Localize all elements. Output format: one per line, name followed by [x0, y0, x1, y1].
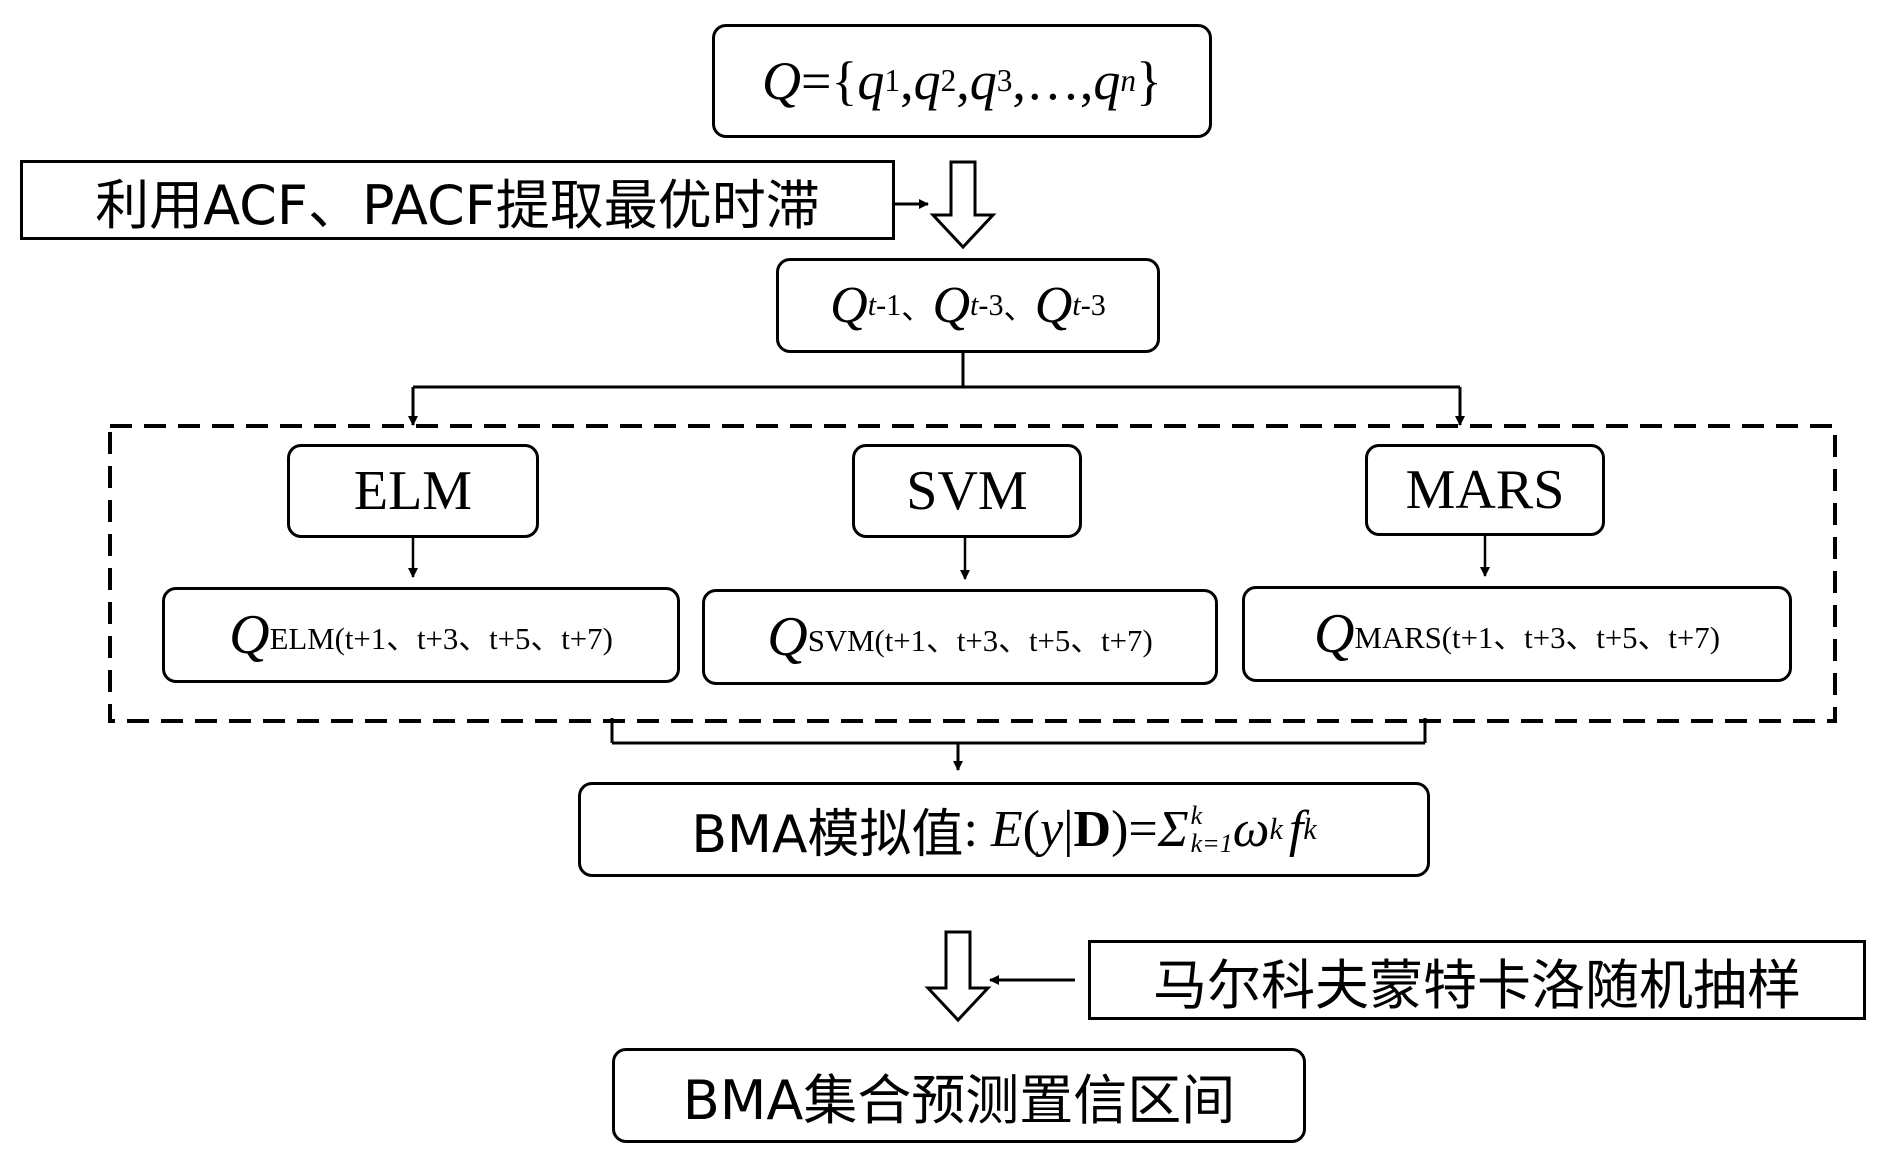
model-box-svm: SVM	[852, 444, 1082, 538]
hollow-down-arrow	[929, 160, 997, 250]
lag-selection-label: 利用ACF、PACF提取最优时滞	[20, 160, 895, 240]
mcmc-sampling-label: 马尔科夫蒙特卡洛随机抽样	[1088, 940, 1866, 1020]
model-group-dashed-box	[108, 424, 1837, 723]
model-box-elm: ELM	[287, 444, 539, 538]
bma-interval-box: BMA集合预测置信区间	[612, 1048, 1306, 1143]
model-box-mars: MARS	[1365, 444, 1605, 536]
hollow-down-arrow	[924, 930, 992, 1023]
